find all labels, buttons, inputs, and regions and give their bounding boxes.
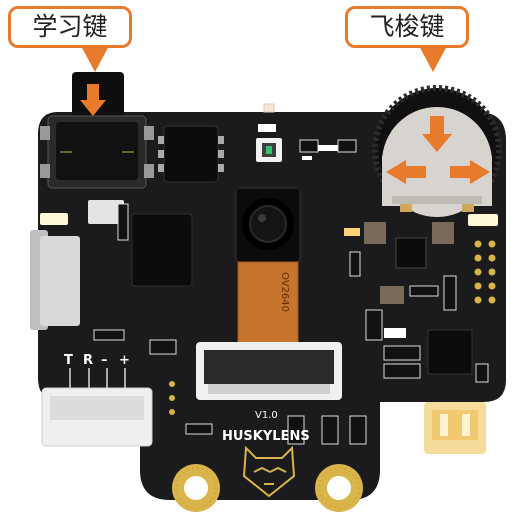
smd-components-top [299, 139, 357, 160]
gold-pads-right [474, 240, 496, 304]
uart-connector [41, 329, 177, 447]
mounting-hole-left [172, 464, 220, 512]
wheel-callout-pointer [418, 44, 448, 72]
power-connector [424, 402, 486, 454]
learn-button [40, 72, 154, 189]
flex-connector [196, 342, 342, 400]
mounting-hole-right [315, 464, 363, 512]
function-wheel [372, 85, 502, 217]
wheel-arrows-icon [386, 116, 490, 184]
pin-label-t: T [64, 353, 73, 368]
learn-callout-pointer [80, 44, 110, 72]
bottom-components [169, 381, 367, 445]
camera-flex-cable [237, 261, 299, 349]
learn-button-arrow-icon [80, 84, 106, 116]
brand-label: HUSKYLENS [222, 429, 310, 444]
camera-flex-label: OV2640 [279, 272, 290, 312]
top-ic-chip [158, 125, 224, 183]
version-label: V1.0 [255, 410, 278, 421]
learn-button-callout: 学习键 [8, 6, 132, 48]
rgb-led [256, 103, 282, 162]
pin-label-vcc: + [119, 353, 130, 368]
pin-label-gnd: – [101, 353, 108, 368]
huskylens-logo-icon [242, 445, 296, 498]
pin-label-r: R [83, 353, 93, 368]
function-wheel-callout: 飞梭键 [345, 6, 469, 48]
left-components [30, 200, 193, 330]
camera-module [235, 187, 301, 263]
right-components [344, 214, 498, 383]
